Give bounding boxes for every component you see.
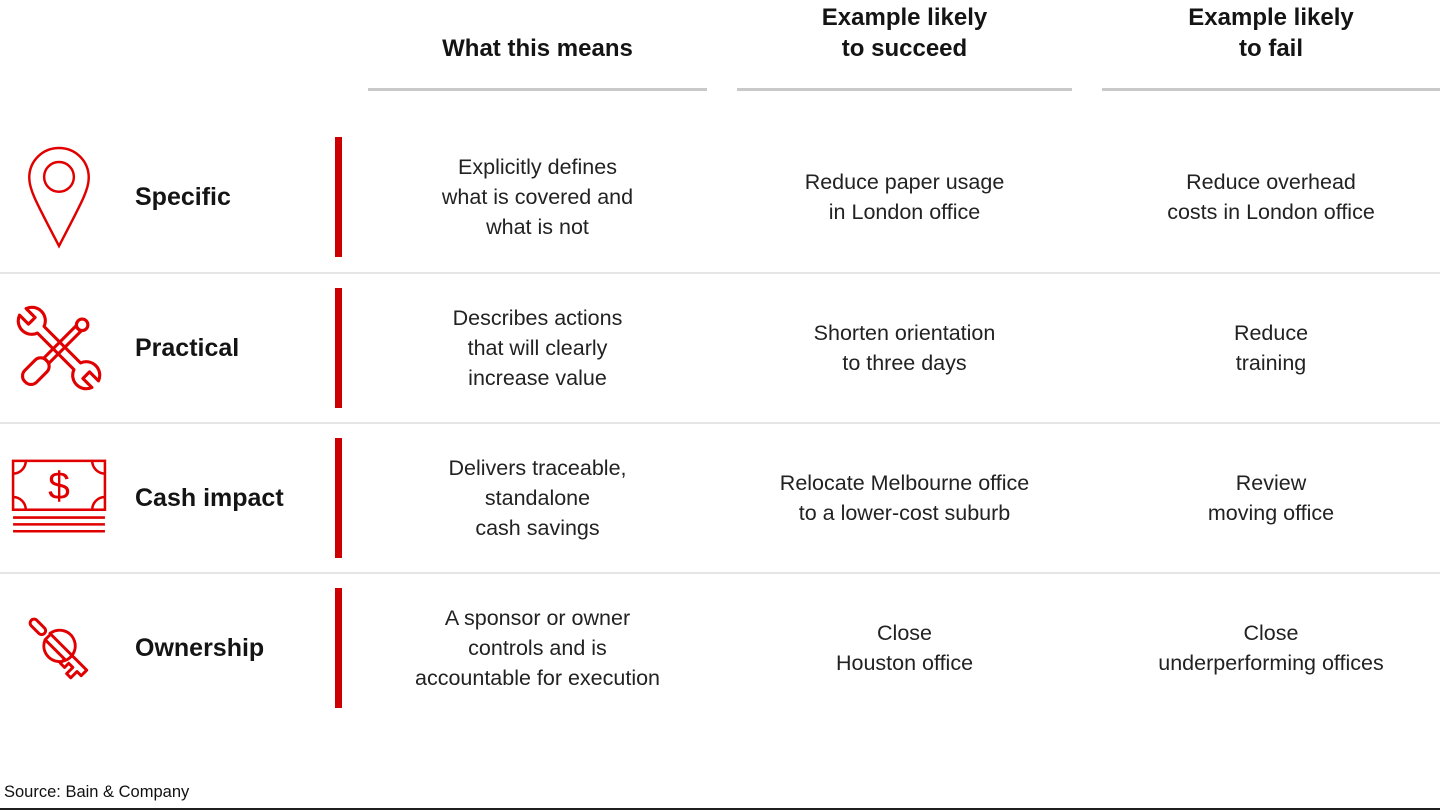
- table-row-specific: Specific Explicitly defines what is cove…: [0, 122, 1440, 272]
- source-note: Source: Bain & Company: [4, 783, 190, 801]
- column-header-label: Example likely to succeed: [821, 4, 988, 62]
- what-this-means-text: Describes actions that will clearly incr…: [452, 306, 623, 390]
- red-accent-bar: [335, 438, 342, 558]
- example-fail-text: Reduce training: [1233, 321, 1309, 375]
- red-accent-bar: [335, 588, 342, 708]
- what-this-means-text: A sponsor or owner controls and is accou…: [414, 606, 661, 690]
- example-succeed-text: Shorten orientation to three days: [813, 321, 996, 375]
- column-header-example-fail: Example likely to fail: [1102, 0, 1440, 91]
- example-fail-text: Reduce overhead costs in London office: [1167, 170, 1375, 224]
- what-this-means-text: Explicitly defines what is covered and w…: [441, 155, 634, 239]
- svg-text:$: $: [48, 465, 70, 508]
- what-this-means-text: Delivers traceable, standalone cash savi…: [448, 456, 627, 540]
- table-row-ownership: Ownership A sponsor or owner controls an…: [0, 572, 1440, 722]
- table-header: What this means Example likely to succee…: [0, 0, 1440, 122]
- red-accent-bar: [335, 288, 342, 408]
- column-header-label: Example likely to fail: [1188, 4, 1354, 62]
- example-fail-text: Close underperforming offices: [1158, 621, 1384, 675]
- bottom-divider: [0, 808, 1440, 810]
- example-fail-text: Review moving office: [1207, 471, 1335, 525]
- cash-icon: $: [11, 459, 107, 533]
- row-label: Practical: [135, 333, 240, 362]
- key-icon: [28, 617, 89, 680]
- red-accent-bar: [335, 137, 342, 257]
- tools-icon: [16, 305, 102, 391]
- location-pin-icon: [28, 146, 90, 249]
- row-label: Specific: [135, 182, 231, 211]
- row-label: Ownership: [135, 633, 265, 662]
- example-succeed-text: Close Houston office: [835, 621, 974, 675]
- example-succeed-text: Relocate Melbourne office to a lower-cos…: [779, 471, 1030, 525]
- column-header-what-this-means: What this means: [368, 0, 707, 91]
- row-label: Cash impact: [135, 483, 284, 512]
- column-header-label: What this means: [442, 35, 633, 62]
- table-row-practical: Practical Describes actions that will cl…: [0, 272, 1440, 422]
- example-succeed-text: Reduce paper usage in London office: [804, 170, 1005, 224]
- table-row-cash-impact: $ Cash impact Delivers traceable, standa…: [0, 422, 1440, 572]
- column-header-example-succeed: Example likely to succeed: [737, 0, 1072, 91]
